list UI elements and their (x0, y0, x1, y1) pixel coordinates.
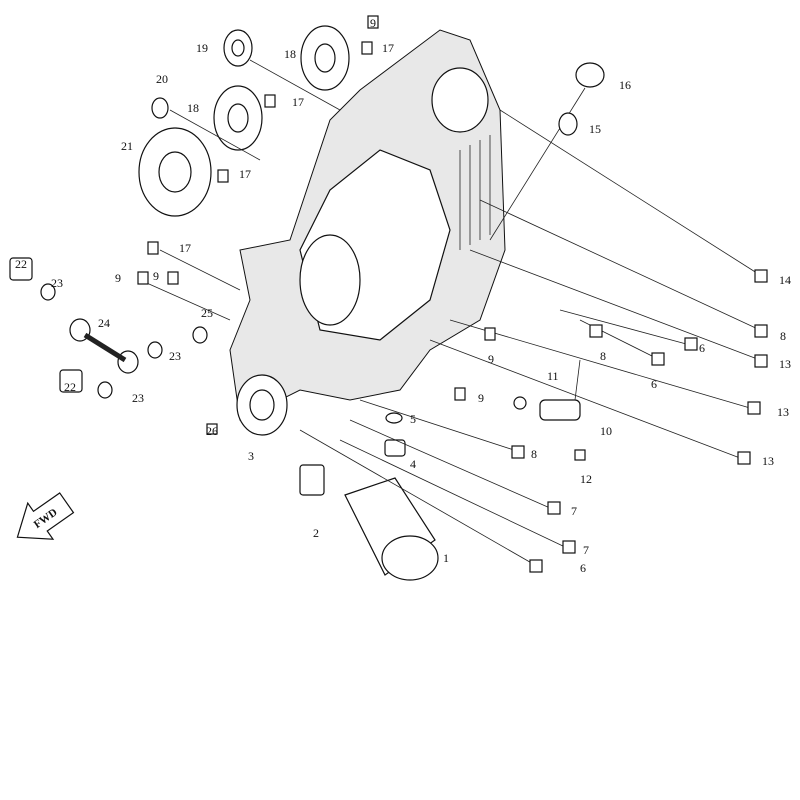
bearing-18-top (300, 25, 350, 91)
callout: 17 (179, 241, 191, 255)
o-ring-11 (513, 396, 527, 410)
callout: 23 (51, 276, 63, 290)
callout: 17 (239, 167, 251, 181)
callout: 17 (292, 95, 304, 109)
banjo-24b (117, 350, 139, 374)
callout: 9 (115, 271, 121, 285)
callout: 7 (571, 504, 577, 518)
bearing-18 (213, 85, 263, 151)
washer-23d (192, 326, 208, 344)
callout: 5 (410, 412, 416, 426)
callout: 1 (443, 551, 449, 565)
callout: 9 (153, 269, 159, 283)
seal-20 (151, 97, 169, 119)
bolt-22 (59, 369, 83, 393)
sensor-10 (539, 359, 581, 421)
callout: 8 (780, 329, 786, 343)
callout: 22 (15, 257, 27, 271)
callout: 8 (531, 447, 537, 461)
o-ring-15 (558, 112, 578, 136)
callout: 9 (488, 352, 494, 366)
callout: 17 (382, 41, 394, 55)
callout: 11 (547, 369, 559, 383)
callout: 15 (589, 122, 601, 136)
washer-5 (385, 412, 403, 424)
callout: 6 (651, 377, 657, 391)
forward-arrow-icon: FWD (16, 492, 75, 540)
washer-23b (147, 341, 163, 359)
washer-23 (40, 283, 56, 301)
callout: 9 (370, 16, 376, 30)
callout: 9 (478, 391, 484, 405)
callout: 3 (248, 449, 254, 463)
callout: 4 (410, 457, 416, 471)
callout: 12 (580, 472, 592, 486)
callout: 6 (699, 341, 705, 355)
callout: 24 (98, 316, 110, 330)
callout: 19 (196, 41, 208, 55)
callout: 13 (779, 357, 791, 371)
callout: 13 (777, 405, 789, 419)
callout: 20 (156, 72, 168, 86)
callout: 22 (64, 380, 76, 394)
callout: 18 (187, 101, 199, 115)
callout: 18 (284, 47, 296, 61)
callout: 23 (132, 391, 144, 405)
bolt-lines (139, 59, 761, 566)
callout: 8 (600, 349, 606, 363)
washer-23c (97, 381, 113, 399)
callout: 6 (580, 561, 586, 575)
filter-fitting-2 (299, 464, 325, 496)
callout: 13 (762, 454, 774, 468)
callout: 16 (619, 78, 631, 92)
callout: 25 (201, 306, 213, 320)
callout-labels: 9 19 18 17 16 20 18 17 15 21 17 17 22 9 … (15, 16, 791, 575)
callout: 23 (169, 349, 181, 363)
bearing-21 (138, 127, 212, 217)
oil-filter-1 (344, 477, 439, 581)
callout: 21 (121, 139, 133, 153)
dipstick-16 (489, 62, 605, 241)
callout: 26 (206, 424, 218, 438)
callout: 2 (313, 526, 319, 540)
crankcase-half (229, 29, 506, 436)
callout: 14 (779, 273, 791, 287)
callout: 10 (600, 424, 612, 438)
drain-plug-4 (384, 439, 406, 457)
bolt-22-top (9, 257, 33, 281)
bearing-19 (223, 29, 253, 67)
callout: 7 (583, 543, 589, 557)
bolt-heads (137, 15, 768, 573)
